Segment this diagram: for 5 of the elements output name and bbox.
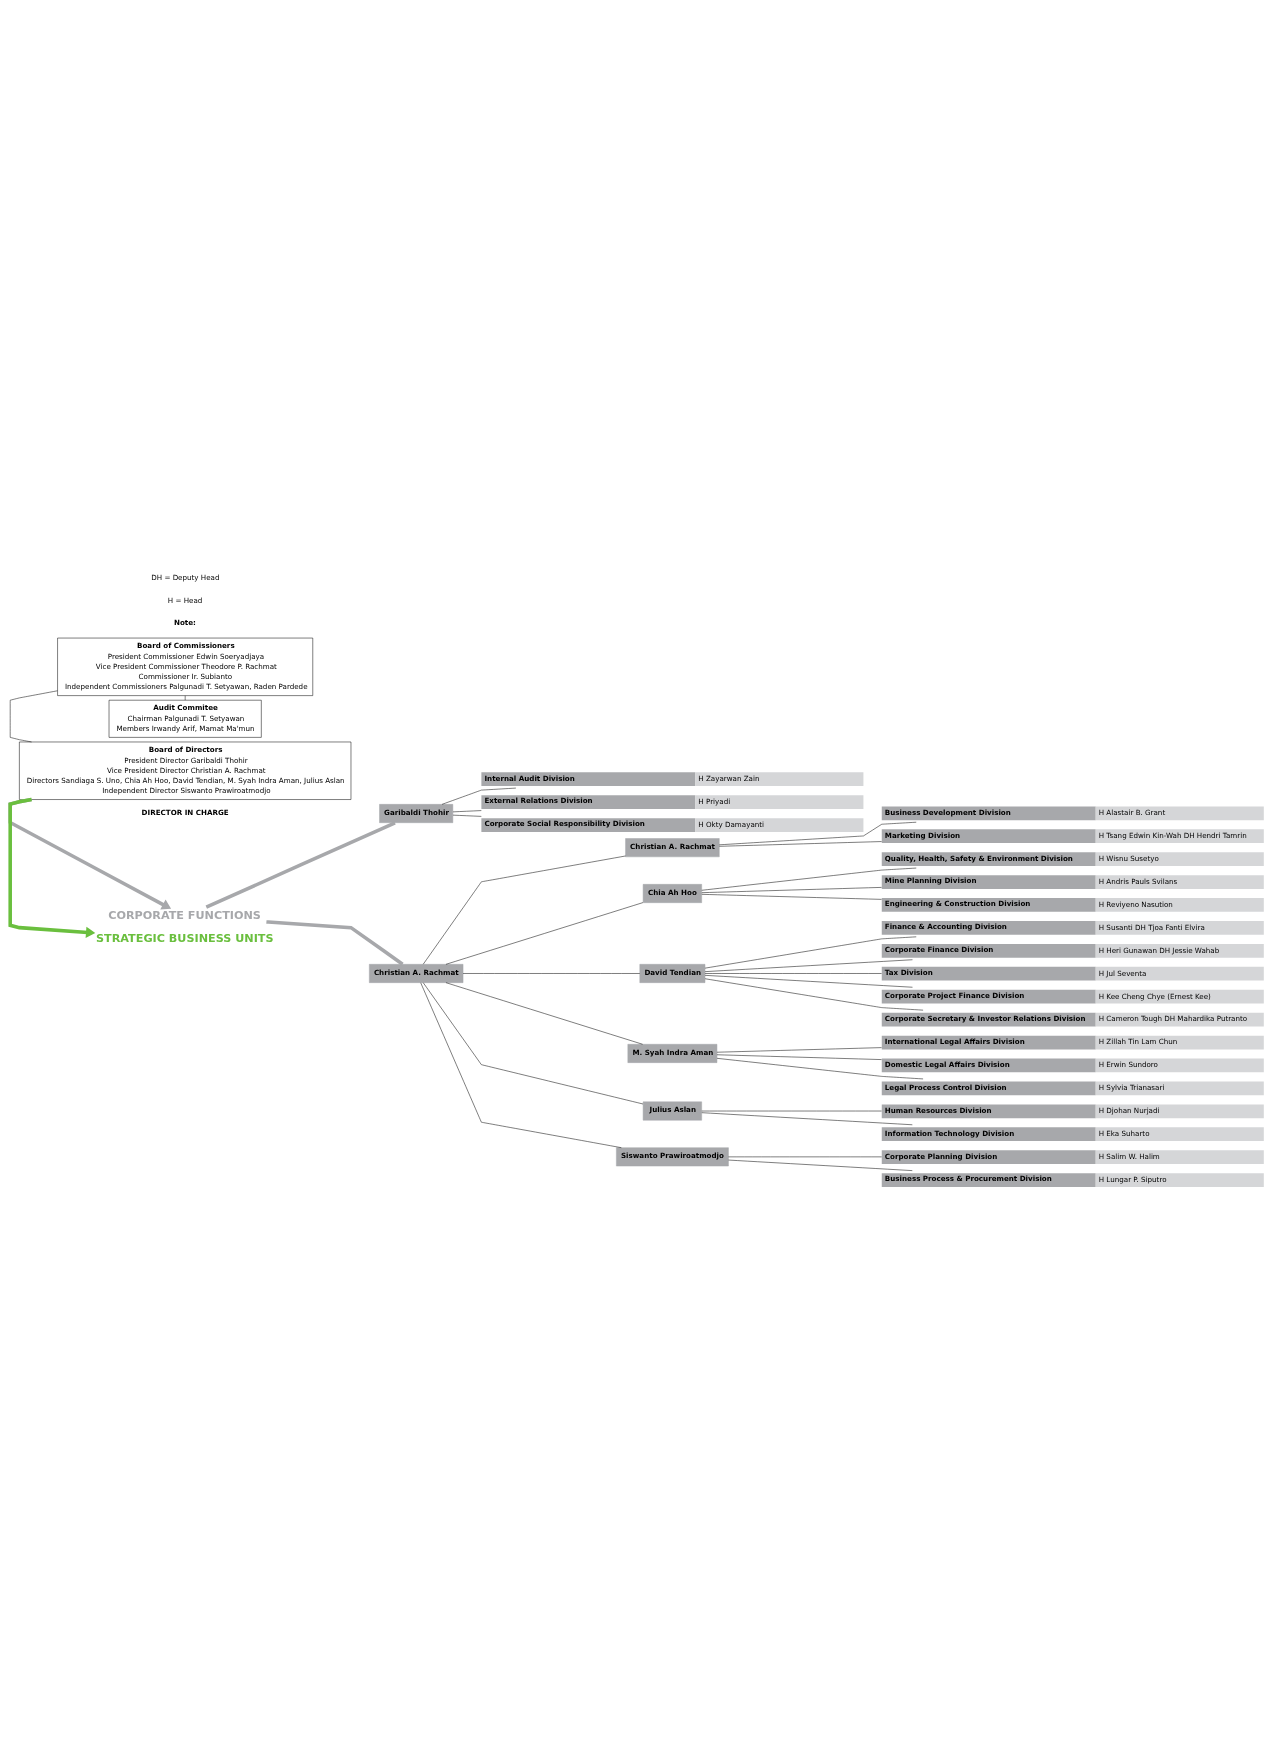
node-text: CORPORATE FUNCTIONS — [108, 908, 261, 922]
connector — [266, 920, 404, 966]
node-text: STRATEGIC BUSINESS UNITS — [96, 931, 274, 945]
arrow — [8, 797, 96, 939]
connector — [205, 821, 396, 909]
